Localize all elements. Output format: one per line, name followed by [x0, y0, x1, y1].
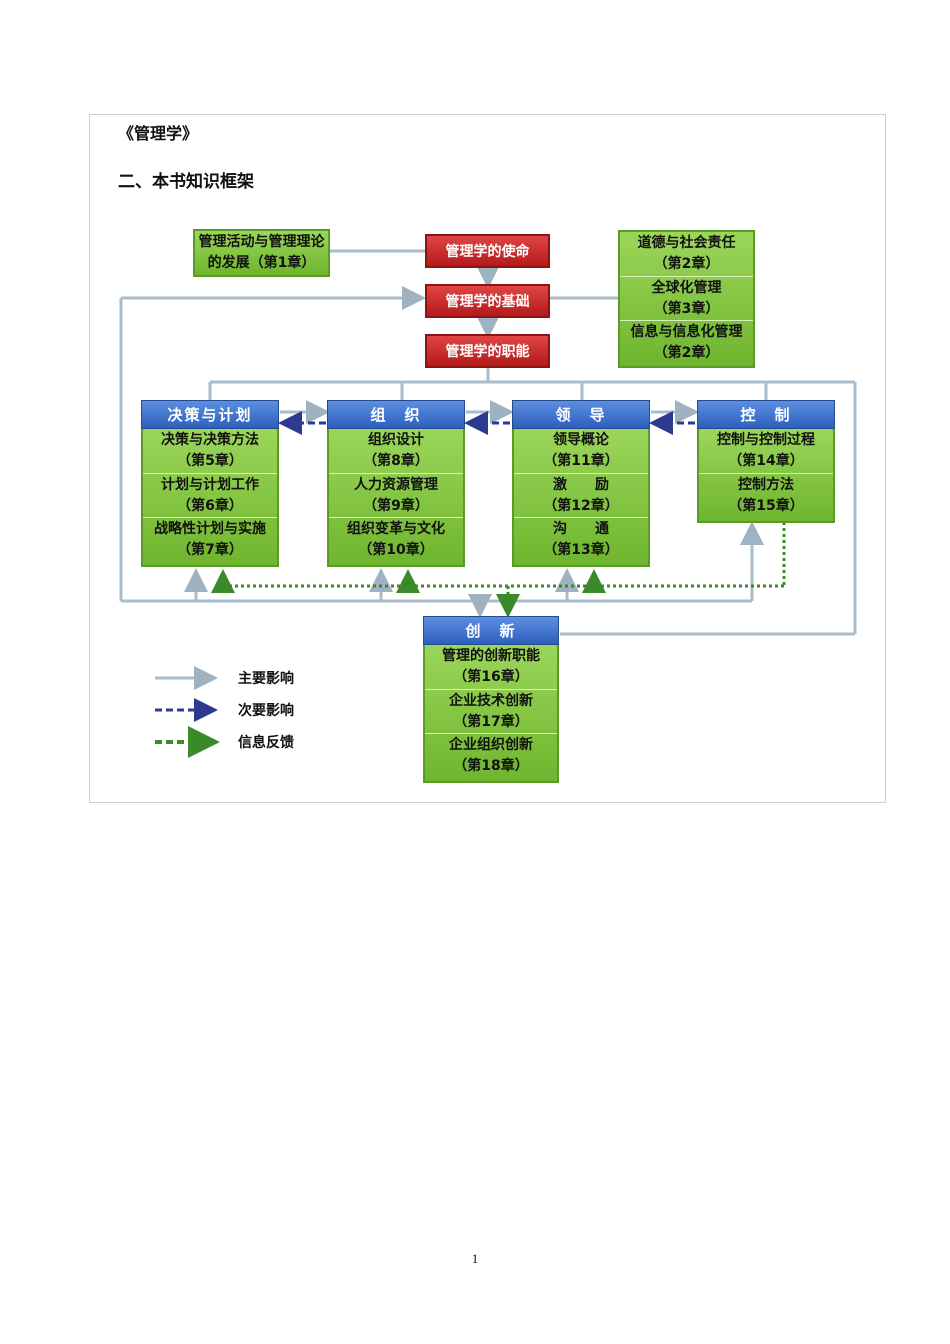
- column-header: 控 制: [697, 400, 835, 429]
- column-header: 创 新: [423, 616, 559, 645]
- page-number: 1: [471, 1251, 479, 1266]
- function-column-planning: 决策与计划 决策与决策方法（第5章） 计划与计划工作（第6章） 战略性计划与实施…: [141, 400, 279, 567]
- management-history-box: 管理活动与管理理论 的发展（第1章）: [193, 229, 330, 277]
- chapter-cell: 组织变革与文化（第10章）: [329, 517, 463, 561]
- chapter-cell: 领导概论（第11章）: [543, 432, 619, 469]
- chapter-cell: 管理的创新职能（第16章）: [442, 648, 540, 685]
- chapter-cell: 决策与决策方法（第5章）: [161, 432, 259, 469]
- legend-main-label: 主要影响: [238, 671, 294, 687]
- chapter-cell: 组织设计（第8章）: [363, 432, 429, 469]
- chapter-cell: 企业组织创新（第18章）: [425, 733, 557, 777]
- legend-swatches: [155, 666, 220, 758]
- topic-ethics: 道德与社会责任（第2章）: [637, 235, 736, 272]
- column-header: 领 导: [512, 400, 650, 429]
- chapter-cell: 人力资源管理（第9章）: [329, 473, 463, 517]
- history-line1: 管理活动与管理理论: [198, 234, 325, 250]
- function-column-leading: 领 导 领导概论（第11章） 激 励（第12章） 沟 通（第13章）: [512, 400, 650, 567]
- chapter-cell: 计划与计划工作（第6章）: [143, 473, 277, 517]
- chapter-cell: 战略性计划与实施（第7章）: [143, 517, 277, 561]
- section-title: 二、本书知识框架: [118, 172, 254, 192]
- history-line2: 的发展（第1章）: [207, 255, 316, 271]
- chapter-cell: 企业技术创新（第17章）: [425, 689, 557, 733]
- chapter-cell: 控制与控制过程（第14章）: [717, 432, 815, 469]
- book-title: 《管理学》: [118, 124, 199, 143]
- foundation-box: 管理学的基础: [425, 284, 550, 318]
- chapter-cell: 沟 通（第13章）: [514, 517, 648, 561]
- diagram-frame: [89, 114, 886, 803]
- chapter-cell: 激 励（第12章）: [514, 473, 648, 517]
- mission-box: 管理学的使命: [425, 234, 550, 268]
- function-column-controlling: 控 制 控制与控制过程（第14章） 控制方法（第15章）: [697, 400, 835, 523]
- legend-feedback-label: 信息反馈: [238, 735, 294, 751]
- functions-box: 管理学的职能: [425, 334, 550, 368]
- innovation-column: 创 新 管理的创新职能（第16章） 企业技术创新（第17章） 企业组织创新（第1…: [423, 616, 559, 783]
- main-influence-lines: [119, 249, 857, 636]
- topic-globalization: 全球化管理（第3章）: [620, 276, 753, 320]
- chapter-cell: 控制方法（第15章）: [699, 473, 833, 517]
- function-column-organizing: 组 织 组织设计（第8章） 人力资源管理（第9章） 组织变革与文化（第10章）: [327, 400, 465, 567]
- column-header: 决策与计划: [141, 400, 279, 429]
- legend-secondary-label: 次要影响: [238, 703, 294, 719]
- topic-information: 信息与信息化管理（第2章）: [620, 320, 753, 364]
- feedback-lines: [211, 522, 786, 618]
- foundation-topics-stack: 道德与社会责任（第2章） 全球化管理（第3章） 信息与信息化管理（第2章）: [618, 230, 755, 368]
- column-header: 组 织: [327, 400, 465, 429]
